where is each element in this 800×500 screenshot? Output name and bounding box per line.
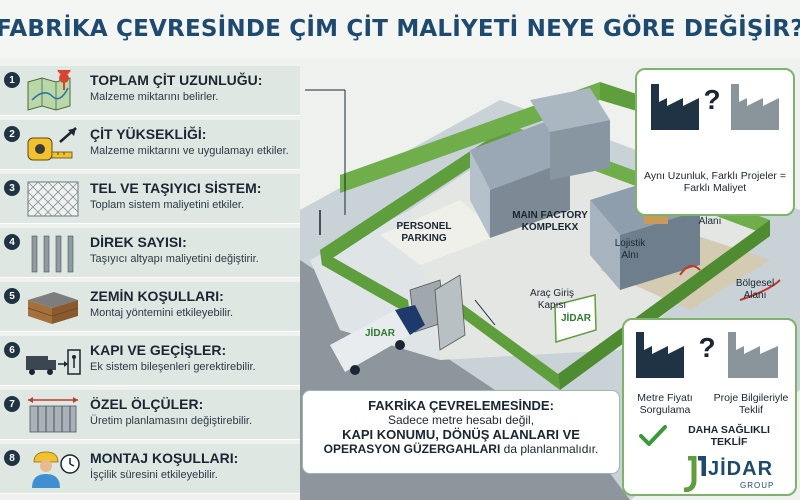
ground-layer-icon: [27, 292, 79, 324]
item-number: 3: [4, 180, 20, 196]
callout-left-text: Metre Fiyatı Sorgulama: [637, 392, 693, 416]
callout-same-length: ? Aynı Uzunluk, Farklı Projeler = Farklı…: [635, 68, 795, 216]
info-line-1: FAKRİKA ÇEVRELEMESİNDE:: [368, 398, 554, 413]
item-title: TEL VE TAŞIYICI SİSTEM:: [90, 180, 262, 196]
callout-quote: ? Metre Fiyatı Sorgulama Proje Bilgileri…: [622, 318, 797, 496]
factor-item-installation: 8 MONTAJ KOŞULLARI: İşçilik süresini etk…: [0, 444, 300, 494]
title-bar: FABRİKA ÇEVRESİNDE ÇİM ÇİT MALİYETİ NEYE…: [0, 0, 800, 58]
factory-label: MAIN FACTORY KOMPLEKX: [512, 210, 588, 233]
factor-item-length: 1 TOPLAM ÇİT UZUNLUĞU: Malzeme miktarını…: [0, 66, 300, 116]
info-line-4-bold: OPERASYON GÜZERGAHLARI: [323, 442, 501, 456]
info-line-3: KAPI KONUMU, DÖNÜŞ ALANLARI VE: [342, 427, 580, 442]
item-number: 8: [4, 450, 20, 466]
question-mark: ?: [698, 332, 716, 363]
item-number: 4: [4, 234, 20, 250]
info-line-2: Sadece metre hesabı değil,: [387, 413, 535, 427]
factor-item-gates: 6 KAPI VE GEÇİŞLER: Ek sistem bileşenler…: [0, 336, 300, 386]
worker-clock-icon: [32, 451, 80, 488]
regional-label: Bölgesel Alanı: [735, 278, 775, 301]
truck-gate-icon: [26, 349, 81, 375]
item-number: 2: [4, 126, 20, 142]
item-number: 6: [4, 342, 20, 358]
item-number: 1: [4, 72, 20, 88]
brand-sub: GROUP: [740, 481, 775, 490]
item-title: ZEMİN KOŞULLARI:: [90, 288, 224, 304]
truck-logo-label: JİDAR: [364, 328, 395, 339]
item-desc: Ek sistem bileşenleri gerektirebilir.: [90, 361, 256, 373]
item-title: TOPLAM ÇİT UZUNLUĞU:: [90, 72, 263, 88]
item-desc: Toplam sistem maliyetini etkiler.: [90, 199, 245, 211]
factory-icon: [651, 84, 779, 130]
factor-item-wire-system: 3 TEL VE TAŞIYICI SİSTEM: Toplam sistem …: [0, 174, 300, 224]
callout-top-text: Aynı Uzunluk, Farklı Projeler = Farklı M…: [644, 170, 786, 194]
factor-item-height: 2 ÇİT YÜKSEKLİĞİ: Malzeme miktarını ve u…: [0, 120, 300, 170]
factor-item-posts: 4 DİREK SAYISI: Taşıyıcı altyapı maliyet…: [0, 228, 300, 278]
ruler-fence-icon: [28, 397, 78, 433]
tape-measure-icon: [27, 127, 77, 161]
item-desc: Malzeme miktarını belirler.: [90, 91, 219, 103]
factor-list: 1 TOPLAM ÇİT UZUNLUĞU: Malzeme miktarını…: [0, 60, 300, 500]
brand-mark-icon: [683, 456, 706, 492]
question-mark: ?: [703, 84, 721, 115]
info-line-4-rest: da planlanmalıdır.: [500, 442, 599, 456]
parking-label: PERSONEL PARKING: [396, 221, 452, 244]
check-icon: [639, 425, 667, 446]
wire-mesh-icon: [27, 181, 79, 217]
item-number: 7: [4, 396, 20, 412]
item-desc: İşçilik süresini etkileyebilir.: [90, 469, 218, 481]
item-desc: Malzeme miktarını ve uygulamayı etkiler.: [90, 145, 289, 157]
item-title: DİREK SAYISI:: [90, 234, 187, 250]
callout-right-text: Proje Bilgileriyle Teklif: [713, 392, 789, 416]
factor-item-custom-size: 7 ÖZEL ÖLÇÜLER: Üretim planlamasını deği…: [0, 390, 300, 440]
item-desc: Üretim planlamasını değiştirebilir.: [90, 415, 253, 427]
factor-item-ground: 5 ZEMİN KOŞULLARI: Montaj yöntemini etki…: [0, 282, 300, 332]
info-line-4: OPERASYON GÜZERGAHLARI da planlanmalıdır…: [311, 442, 611, 456]
entrance-label: Araç Giriş Kapısı: [530, 288, 574, 311]
brand-logo: JİDAR GROUP: [678, 452, 798, 496]
map-pin-icon: [27, 70, 71, 111]
item-title: ÖZEL ÖLÇÜLER:: [90, 396, 204, 412]
item-title: ÇİT YÜKSEKLİĞİ:: [90, 126, 207, 142]
brand-name: JİDAR: [708, 458, 774, 480]
callout-check-text: DAHA SAĞLIKLI TEKLİF: [688, 424, 770, 448]
item-desc: Taşıyıcı altyapı maliyetini değiştirir.: [90, 253, 259, 265]
factory-icon: [636, 332, 778, 378]
factory-scene: PERSONEL PARKING MAIN FACTORY KOMPLEKX A…: [300, 60, 800, 500]
page-title: FABRİKA ÇEVRESİNDE ÇİM ÇİT MALİYETİ NEYE…: [0, 16, 800, 42]
item-desc: Montaj yöntemini etkileyebilir.: [90, 307, 234, 319]
info-box: FAKRİKA ÇEVRELEMESİNDE: Sadece metre hes…: [302, 390, 620, 474]
logistics-label: Lojistik Alnı: [614, 238, 646, 261]
sign-logo-label: JİDAR: [560, 313, 591, 324]
fence-post-icon: [31, 235, 74, 273]
item-title: MONTAJ KOŞULLARI:: [90, 450, 239, 466]
item-title: KAPI VE GEÇİŞLER:: [90, 342, 227, 358]
item-number: 5: [4, 288, 20, 304]
